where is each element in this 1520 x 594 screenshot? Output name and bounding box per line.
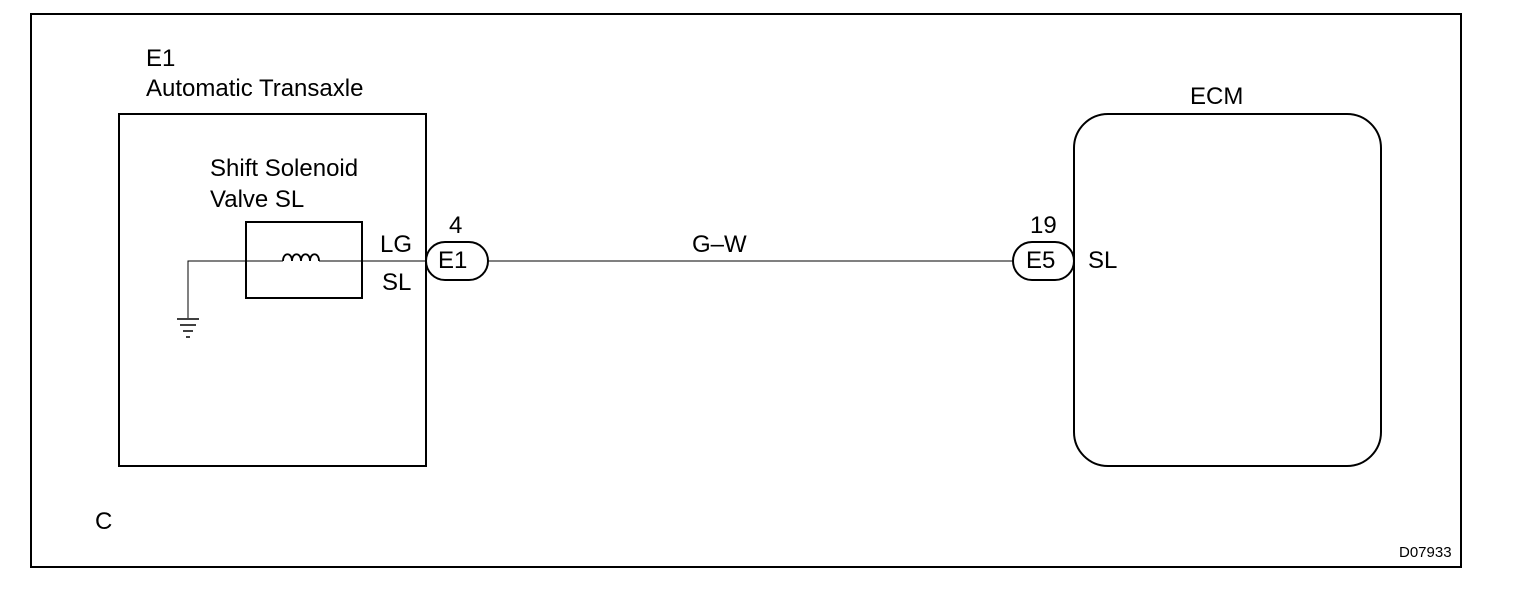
ground-icon [177,318,199,338]
solenoid-name-line1: Shift Solenoid [210,155,359,182]
connector-e1-pin-label: 4 [449,212,463,239]
transaxle-name-label: Automatic Transaxle [146,75,364,102]
section-letter-label: C [95,508,113,535]
connector-e5-pin-label: 19 [1030,212,1057,239]
wire-color-lg-label: LG [380,231,413,258]
transaxle-box [118,113,427,467]
solenoid-coil-icon [282,253,320,262]
transaxle-terminal-sl-label: SL [382,269,412,296]
wire-color-label: G–W [692,231,747,258]
ecm-terminal-sl-label: SL [1088,247,1118,274]
diagram-frame [30,13,1462,568]
ecm-name-label: ECM [1190,83,1244,110]
ground-wire [187,260,283,318]
connector-e5-id-label: E5 [1026,247,1056,274]
transaxle-code-label: E1 [146,45,176,72]
ecm-box [1073,113,1382,467]
figure-id-label: D07933 [1399,544,1452,561]
connector-e1-id-label: E1 [438,247,468,274]
solenoid-box [245,221,363,299]
solenoid-name-line2: Valve SL [210,186,305,213]
connector-e1 [425,241,489,281]
